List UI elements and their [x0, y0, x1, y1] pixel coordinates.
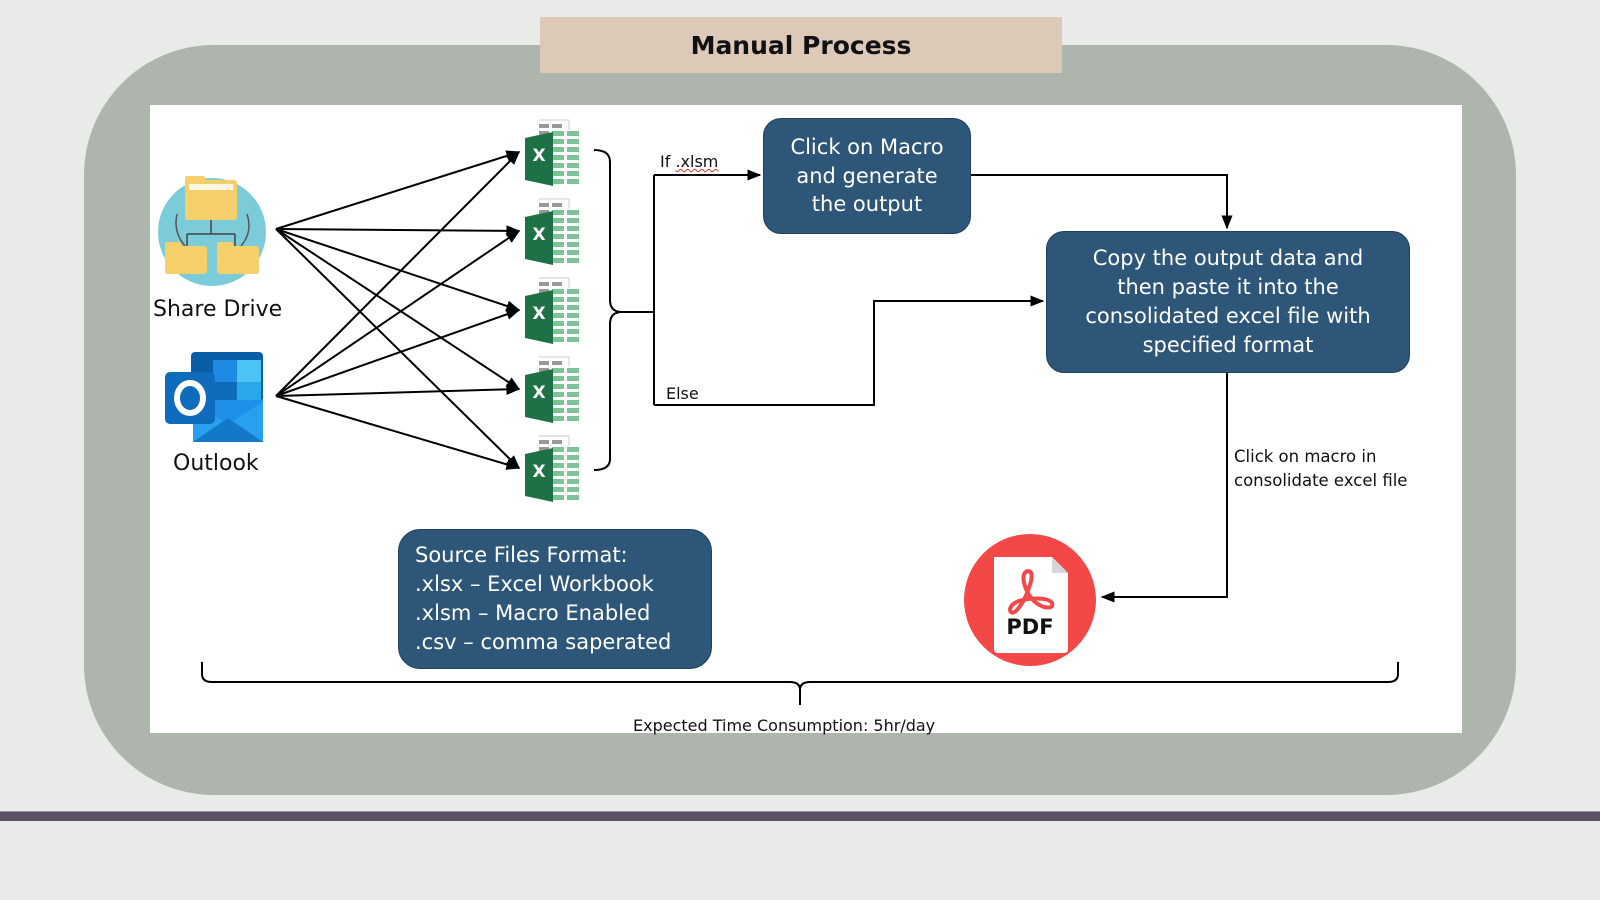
source-to-file-arrow	[275, 151, 520, 397]
else-label: Else	[666, 384, 699, 403]
excel-glyph: X	[532, 146, 546, 166]
share-drive-label: Share Drive	[153, 297, 283, 322]
source-to-file-arrow	[275, 308, 521, 397]
source-to-file-arrow	[275, 228, 521, 312]
outlook-label: Outlook	[173, 451, 259, 476]
macro-edge-line: consolidate excel file	[1234, 470, 1408, 490]
source-formats-box: Source Files Format: .xlsx – Excel Workb…	[398, 529, 712, 669]
source-format-line: .xlsx – Excel Workbook	[415, 572, 654, 597]
source-format-line: .xlsm – Macro Enabled	[415, 601, 651, 625]
else-arrow	[654, 295, 1045, 406]
outlook-icon[interactable]	[163, 350, 269, 446]
files-bracket	[593, 149, 623, 471]
pdf-icon[interactable]: PDF	[962, 533, 1098, 667]
macro-step-line: Click on Macro	[790, 134, 944, 159]
footer-bar	[0, 811, 1600, 821]
copy-paste-step[interactable]: Copy the output data and then paste it i…	[1046, 231, 1410, 373]
excel-file-icon[interactable]: X	[523, 116, 585, 190]
excel-glyph: X	[532, 383, 546, 403]
source-to-file-arrow	[275, 230, 521, 397]
excel-glyph: X	[532, 225, 546, 245]
source-to-file-arrow	[275, 228, 520, 469]
macro-step-line: and generate	[796, 163, 938, 188]
run-macro-step[interactable]: Click on Macro and generate the output	[763, 118, 971, 234]
excel-glyph: X	[532, 304, 546, 324]
shared-folder-icon[interactable]	[155, 174, 269, 286]
excel-file-icon[interactable]: X	[523, 274, 585, 348]
time-consumption-label: Expected Time Consumption: 5hr/day	[633, 716, 936, 735]
source-to-file-arrow	[275, 395, 521, 470]
macro-to-copy-arrow	[969, 174, 1233, 230]
if-xlsm-label: If .xlsm	[660, 152, 719, 171]
copy-step-line: specified format	[1142, 332, 1314, 357]
macro-edge-label: Click on macro in consolidate excel file	[1234, 445, 1407, 493]
macro-step-line: the output	[811, 192, 923, 217]
copy-step-line: then paste it into the	[1117, 275, 1339, 300]
excel-file-icon[interactable]: X	[523, 195, 585, 269]
copy-to-pdf-arrow	[1100, 371, 1228, 603]
excel-glyph: X	[532, 462, 546, 482]
copy-step-line: Copy the output data and	[1092, 246, 1364, 271]
xlsm-text: .xlsm	[675, 152, 719, 171]
pdf-label: PDF	[1006, 615, 1054, 639]
page-title: Manual Process	[540, 17, 1062, 73]
source-format-line: .csv – comma saperated	[415, 629, 672, 654]
source-to-file-arrow	[275, 228, 521, 390]
source-to-file-arrow	[275, 383, 521, 397]
source-to-file-arrow	[275, 225, 521, 237]
source-to-file-arrow	[275, 150, 521, 230]
copy-step-line: consolidated excel file with	[1085, 304, 1371, 328]
source-format-line: Source Files Format:	[415, 543, 628, 568]
source-to-file-connectors	[275, 150, 521, 470]
macro-edge-line: Click on macro in	[1234, 447, 1377, 466]
excel-file-icon[interactable]: X	[523, 353, 585, 427]
excel-file-icon[interactable]: X	[523, 432, 585, 506]
time-brace	[201, 662, 1399, 705]
